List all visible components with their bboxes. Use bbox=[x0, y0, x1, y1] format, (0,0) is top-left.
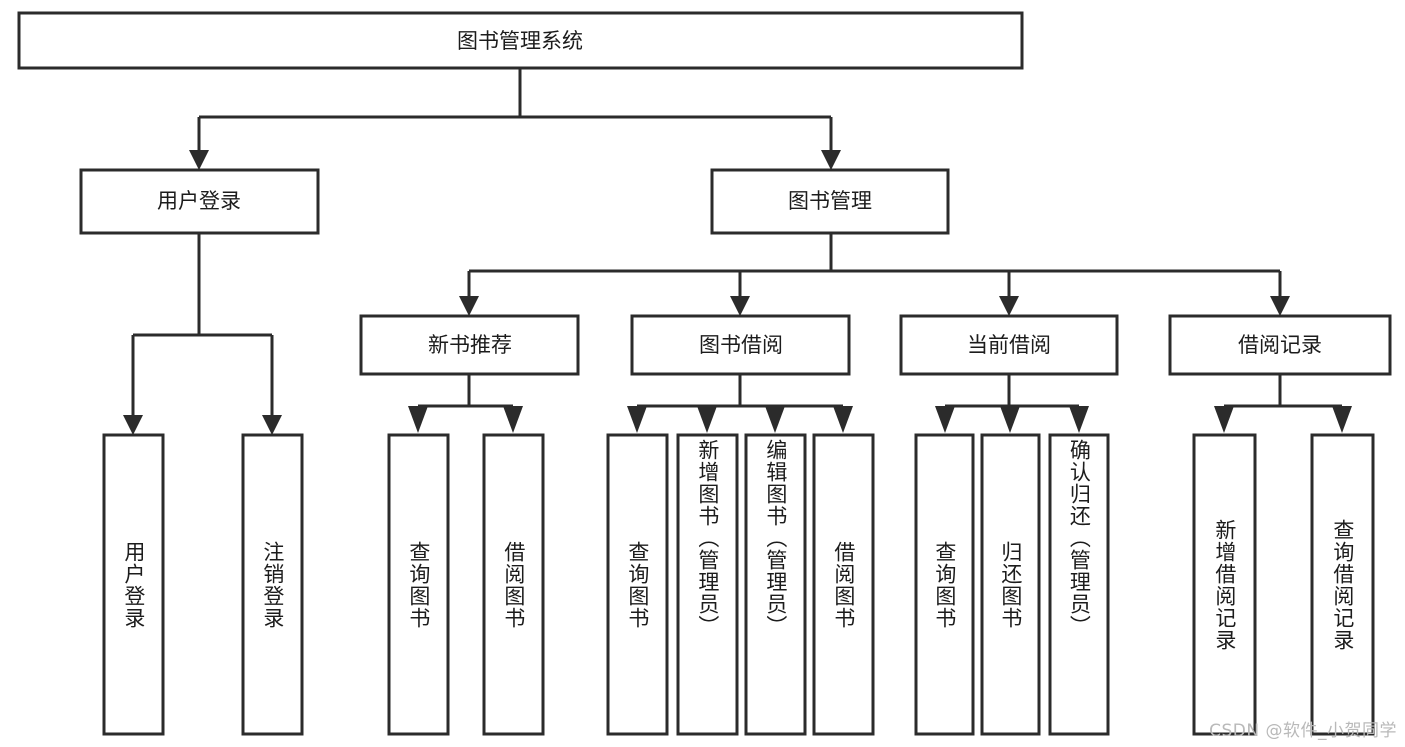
leaf-box-add-book[interactable] bbox=[676, 433, 739, 736]
edge-group-current-borrow bbox=[935, 374, 1089, 433]
leaf-box-query-book-1[interactable] bbox=[387, 433, 450, 736]
node-current-borrow-label: 当前借阅 bbox=[967, 333, 1051, 357]
leaf-boxes bbox=[102, 433, 1375, 736]
arrow-head-leaf-logout-login bbox=[262, 415, 282, 435]
node-user-login-box[interactable] bbox=[79, 168, 320, 235]
node-root-label: 图书管理系统 bbox=[457, 29, 583, 53]
node-borrow-record[interactable]: 借阅记录 bbox=[1168, 314, 1392, 376]
leaf-box-confirm-return[interactable] bbox=[1048, 433, 1110, 736]
arrow-head-user-login bbox=[189, 150, 209, 170]
leaf-box-logout-login[interactable] bbox=[241, 433, 304, 736]
edge-group-new-book-recommend bbox=[408, 374, 523, 433]
arrow-head-leaf-add-record bbox=[1214, 406, 1234, 433]
leaf-box-user-login[interactable] bbox=[102, 433, 165, 736]
node-new-book-recommend[interactable]: 新书推荐 bbox=[359, 314, 580, 376]
edge-group-root bbox=[189, 68, 841, 170]
edge-group-borrow-record bbox=[1214, 374, 1352, 433]
node-new-book-recommend-box[interactable] bbox=[359, 314, 580, 376]
node-new-book-recommend-label: 新书推荐 bbox=[428, 333, 512, 357]
node-current-borrow-box[interactable] bbox=[899, 314, 1119, 376]
leaf-box-borrow-book-1[interactable] bbox=[482, 433, 545, 736]
arrow-head-leaf-return-book bbox=[1000, 406, 1020, 433]
edge-group-user-login bbox=[123, 233, 282, 435]
node-user-login-label: 用户登录 bbox=[157, 189, 241, 213]
node-current-borrow[interactable]: 当前借阅 bbox=[899, 314, 1119, 376]
arrow-head-leaf-confirm-return bbox=[1069, 406, 1089, 433]
node-user-login[interactable]: 用户登录 bbox=[79, 168, 320, 235]
arrow-head-leaf-query-book-3 bbox=[935, 406, 955, 433]
node-book-management[interactable]: 图书管理 bbox=[710, 168, 950, 235]
arrow-head-leaf-query-book-1 bbox=[408, 406, 428, 433]
arrow-head-leaf-borrow-book-2 bbox=[833, 406, 853, 433]
leaf-box-query-record[interactable] bbox=[1310, 433, 1375, 736]
edge-group-book-management bbox=[459, 233, 1290, 316]
leaf-box-query-book-2[interactable] bbox=[606, 433, 669, 736]
leaf-box-add-record[interactable] bbox=[1192, 433, 1257, 736]
arrow-head-leaf-add-book bbox=[697, 406, 717, 433]
arrow-head-leaf-user-login bbox=[123, 415, 143, 435]
node-book-management-label: 图书管理 bbox=[788, 189, 872, 213]
leaf-box-query-book-3[interactable] bbox=[914, 433, 975, 736]
arrow-head-leaf-query-book-2 bbox=[627, 406, 647, 433]
node-root-box[interactable] bbox=[17, 11, 1024, 70]
arrow-head-borrow-record bbox=[1270, 296, 1290, 316]
leaf-box-edit-book[interactable] bbox=[744, 433, 807, 736]
watermark-text: CSDN @软件_小贺同学 bbox=[1209, 721, 1397, 741]
arrow-head-leaf-query-record bbox=[1332, 406, 1352, 433]
arrow-head-book-borrow bbox=[730, 296, 750, 316]
node-borrow-record-box[interactable] bbox=[1168, 314, 1392, 376]
arrow-head-current-borrow bbox=[999, 296, 1019, 316]
node-book-borrow-label: 图书借阅 bbox=[699, 333, 783, 357]
arrow-head-leaf-borrow-book-1 bbox=[503, 406, 523, 433]
leaf-box-borrow-book-2[interactable] bbox=[812, 433, 875, 736]
node-borrow-record-label: 借阅记录 bbox=[1238, 333, 1322, 357]
arrow-head-new-book-recommend bbox=[459, 296, 479, 316]
leaf-box-return-book[interactable] bbox=[980, 433, 1041, 736]
node-root[interactable]: 图书管理系统 bbox=[17, 11, 1024, 70]
node-book-borrow[interactable]: 图书借阅 bbox=[630, 314, 851, 376]
arrow-head-leaf-edit-book bbox=[765, 406, 785, 433]
node-book-management-box[interactable] bbox=[710, 168, 950, 235]
node-book-borrow-box[interactable] bbox=[630, 314, 851, 376]
edge-group-book-borrow bbox=[627, 374, 853, 433]
arrow-head-book-management bbox=[821, 150, 841, 170]
